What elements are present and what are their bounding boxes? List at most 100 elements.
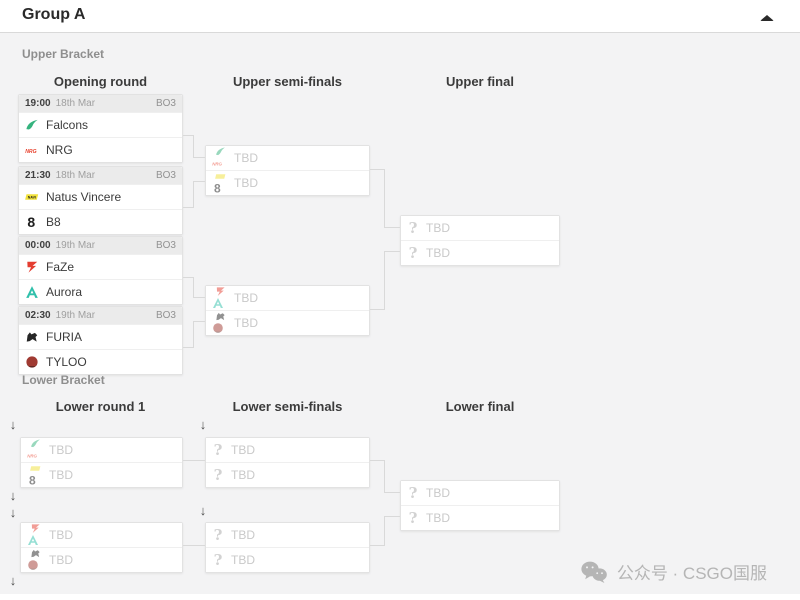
match-card-upper-semi-2[interactable]: TBD TBD xyxy=(205,285,370,336)
tbd-label: TBD xyxy=(426,511,450,525)
natus-vincere-logo-icon xyxy=(215,171,226,182)
collapse-chevron-icon[interactable] xyxy=(760,15,774,21)
svg-text:NRG: NRG xyxy=(25,149,36,155)
tbd-label: TBD xyxy=(231,443,255,457)
team-name: TYLOO xyxy=(46,355,87,369)
column-header-lower-semi-finals: Lower semi-finals xyxy=(232,399,343,414)
tyloo-logo-icon xyxy=(27,559,39,571)
furia-logo-icon xyxy=(215,311,226,322)
match-date: 18th Mar xyxy=(55,170,96,181)
match-card-opening-1[interactable]: 19:00 18th Mar BO3 Falcons NRG NRG xyxy=(18,94,183,163)
team-name: B8 xyxy=(46,215,61,229)
match-card-lower-round1-1[interactable]: NRG TBD 8 TBD xyxy=(20,437,183,488)
match-card-opening-2[interactable]: 21:30 18th Mar BO3 NAVI Natus Vincere 8 … xyxy=(18,166,183,235)
team-row: NAVI Natus Vincere xyxy=(19,184,182,209)
pending-teams-icons xyxy=(212,286,229,310)
furia-logo-icon xyxy=(25,330,39,344)
pending-teams-icons xyxy=(27,549,44,572)
match-header: 19:00 18th Mar BO3 xyxy=(19,95,182,112)
furia-logo-icon xyxy=(30,548,41,559)
team-name: Falcons xyxy=(46,118,89,132)
connector-line xyxy=(193,297,205,298)
connector-line xyxy=(370,545,385,546)
tbd-label: TBD xyxy=(231,553,255,567)
connector-line xyxy=(384,169,385,228)
tbd-label: TBD xyxy=(49,468,73,482)
team-row: TYLOO xyxy=(19,349,182,374)
team-name: Natus Vincere xyxy=(46,190,122,204)
match-card-lower-semi-2[interactable]: ? TBD ? TBD xyxy=(205,522,370,573)
tbd-label: TBD xyxy=(49,553,73,567)
tbd-label: TBD xyxy=(234,316,258,330)
match-card-lower-semi-1[interactable]: ? TBD ? TBD xyxy=(205,437,370,488)
pending-teams-icons: NRG xyxy=(212,146,229,170)
connector-line xyxy=(384,460,385,493)
nrg-logo-icon: NRG xyxy=(27,449,39,461)
match-date: 18th Mar xyxy=(55,98,96,109)
team-row: TBD xyxy=(206,310,369,335)
team-row: ? TBD xyxy=(401,505,559,530)
connector-line xyxy=(183,545,205,546)
nrg-logo-icon: NRG xyxy=(212,157,224,169)
match-card-opening-4[interactable]: 02:30 19th Mar BO3 FURIA TYLOO xyxy=(18,306,183,375)
aurora-logo-icon xyxy=(27,534,39,546)
falcons-logo-icon xyxy=(25,118,39,132)
drop-down-arrow-icon: ↓ xyxy=(9,573,17,588)
match-time: 00:00 xyxy=(25,240,51,251)
tyloo-logo-icon xyxy=(25,355,39,369)
team-name: FURIA xyxy=(46,330,82,344)
tbd-label: TBD xyxy=(49,443,73,457)
match-card-opening-3[interactable]: 00:00 19th Mar BO3 FaZe Aurora xyxy=(18,236,183,305)
team-row: Falcons xyxy=(19,112,182,137)
pending-teams-icons xyxy=(27,523,44,547)
match-card-upper-semi-1[interactable]: NRG TBD 8 TBD xyxy=(205,145,370,196)
connector-line xyxy=(193,181,194,208)
unknown-team-icon: ? xyxy=(213,526,223,544)
connector-line xyxy=(183,277,194,278)
svg-text:8: 8 xyxy=(214,182,221,194)
svg-text:8: 8 xyxy=(29,474,36,486)
match-format: BO3 xyxy=(155,310,176,321)
pending-teams-icons: 8 xyxy=(27,464,44,487)
connector-line xyxy=(183,207,194,208)
team-row: ? TBD xyxy=(206,547,369,572)
unknown-team-icon: ? xyxy=(408,219,418,237)
match-format: BO3 xyxy=(155,98,176,109)
wechat-icon xyxy=(581,561,607,583)
aurora-logo-icon xyxy=(25,285,39,299)
unknown-team-icon: ? xyxy=(213,551,223,569)
watermark-text: 公众号 · CSGO国服 xyxy=(616,564,767,583)
svg-text:8: 8 xyxy=(27,215,35,229)
svg-text:NRG: NRG xyxy=(212,161,222,166)
match-card-upper-final[interactable]: ? TBD ? TBD xyxy=(400,215,560,266)
connector-line xyxy=(384,227,400,228)
connector-line xyxy=(193,157,205,158)
connector-line xyxy=(384,251,400,252)
drop-down-arrow-icon: ↓ xyxy=(199,417,207,432)
unknown-team-icon: ? xyxy=(213,466,223,484)
aurora-logo-icon xyxy=(212,297,224,309)
connector-line xyxy=(193,321,194,348)
natus-vincere-logo-icon: NAVI xyxy=(25,190,39,204)
connector-line xyxy=(384,516,385,546)
match-time: 19:00 xyxy=(25,98,51,109)
connector-line xyxy=(370,460,385,461)
unknown-team-icon: ? xyxy=(408,244,418,262)
natus-vincere-logo-icon xyxy=(30,463,41,474)
match-card-lower-round1-2[interactable]: TBD TBD xyxy=(20,522,183,573)
match-time: 02:30 xyxy=(25,310,51,321)
team-name: FaZe xyxy=(46,260,75,274)
tbd-label: TBD xyxy=(426,486,450,500)
match-card-lower-final[interactable]: ? TBD ? TBD xyxy=(400,480,560,531)
group-title: Group A xyxy=(22,6,86,23)
connector-line xyxy=(384,516,400,517)
match-time: 21:30 xyxy=(25,170,51,181)
drop-down-arrow-icon: ↓ xyxy=(9,417,17,432)
match-format: BO3 xyxy=(155,240,176,251)
team-row: ? TBD xyxy=(206,462,369,487)
connector-line xyxy=(183,347,194,348)
falcons-logo-icon xyxy=(30,438,41,449)
unknown-team-icon: ? xyxy=(408,509,418,527)
unknown-team-icon: ? xyxy=(213,441,223,459)
